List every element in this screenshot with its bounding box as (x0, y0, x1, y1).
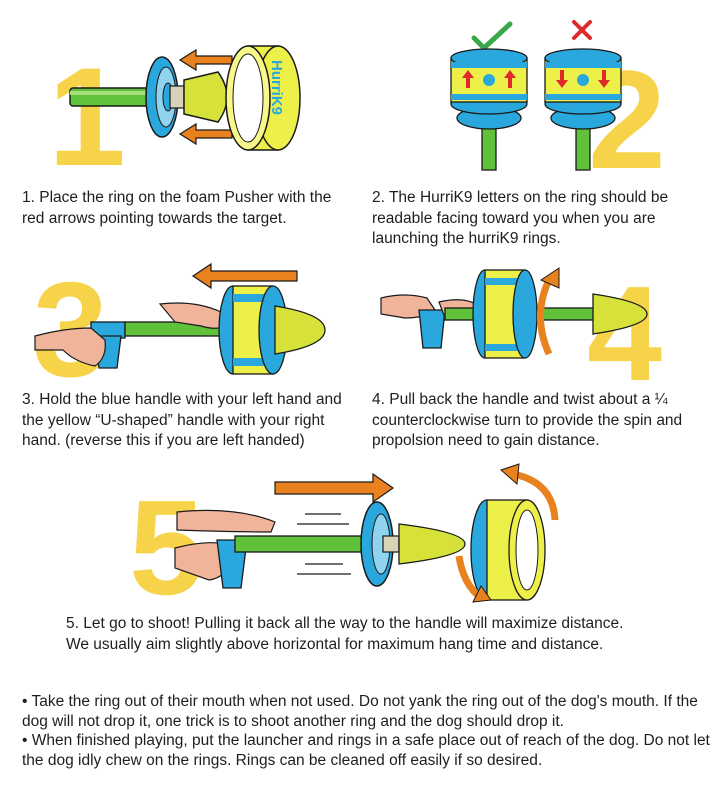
step-number-1: 1 (48, 38, 126, 180)
step-5-illustration: 5 (125, 462, 565, 612)
x-icon (574, 22, 590, 38)
right-hand (177, 510, 275, 532)
hurrik9-ring (473, 270, 537, 358)
step-4-caption: 4. Pull back the handle and twist about … (372, 390, 702, 452)
foam-pusher (399, 524, 465, 564)
foam-pusher (275, 306, 325, 354)
step-1-illustration: 1 HurriK9 (40, 30, 340, 180)
step-2-caption: 2. The HurriK9 letters on the ring shoul… (372, 188, 692, 250)
arrow-icon (275, 474, 393, 502)
note-item: • When finished playing, put the launche… (22, 731, 712, 770)
arrow-icon (501, 464, 519, 484)
safety-notes: • Take the ring out of their mouth when … (22, 692, 712, 770)
ring-brand-label: HurriK9 (268, 60, 285, 115)
step-3-illustration: 3 (25, 258, 345, 383)
foam-pusher (170, 72, 227, 122)
step-3-caption: 3. Hold the blue handle with your left h… (22, 390, 362, 452)
step-2-illustration: 2 (440, 18, 710, 183)
hurrik9-ring: HurriK9 (226, 46, 300, 150)
step-5-caption-line-2: We usually aim slightly above horizontal… (66, 635, 706, 656)
check-icon (474, 24, 510, 48)
step-5-caption-line-1: 5. Let go to shoot! Pulling it back all … (66, 614, 706, 635)
arrow-icon (193, 264, 297, 288)
step-1-caption: 1. Place the ring on the foam Pusher wit… (22, 188, 352, 229)
blue-handle (419, 310, 445, 348)
ring-correct-orientation (451, 49, 527, 170)
note-item: • Take the ring out of their mouth when … (22, 692, 712, 731)
step-5-caption: 5. Let go to shoot! Pulling it back all … (66, 614, 706, 655)
step-4-illustration: 4 (375, 258, 705, 383)
hurrik9-ring (471, 500, 545, 600)
step-number-5: 5 (129, 472, 204, 612)
